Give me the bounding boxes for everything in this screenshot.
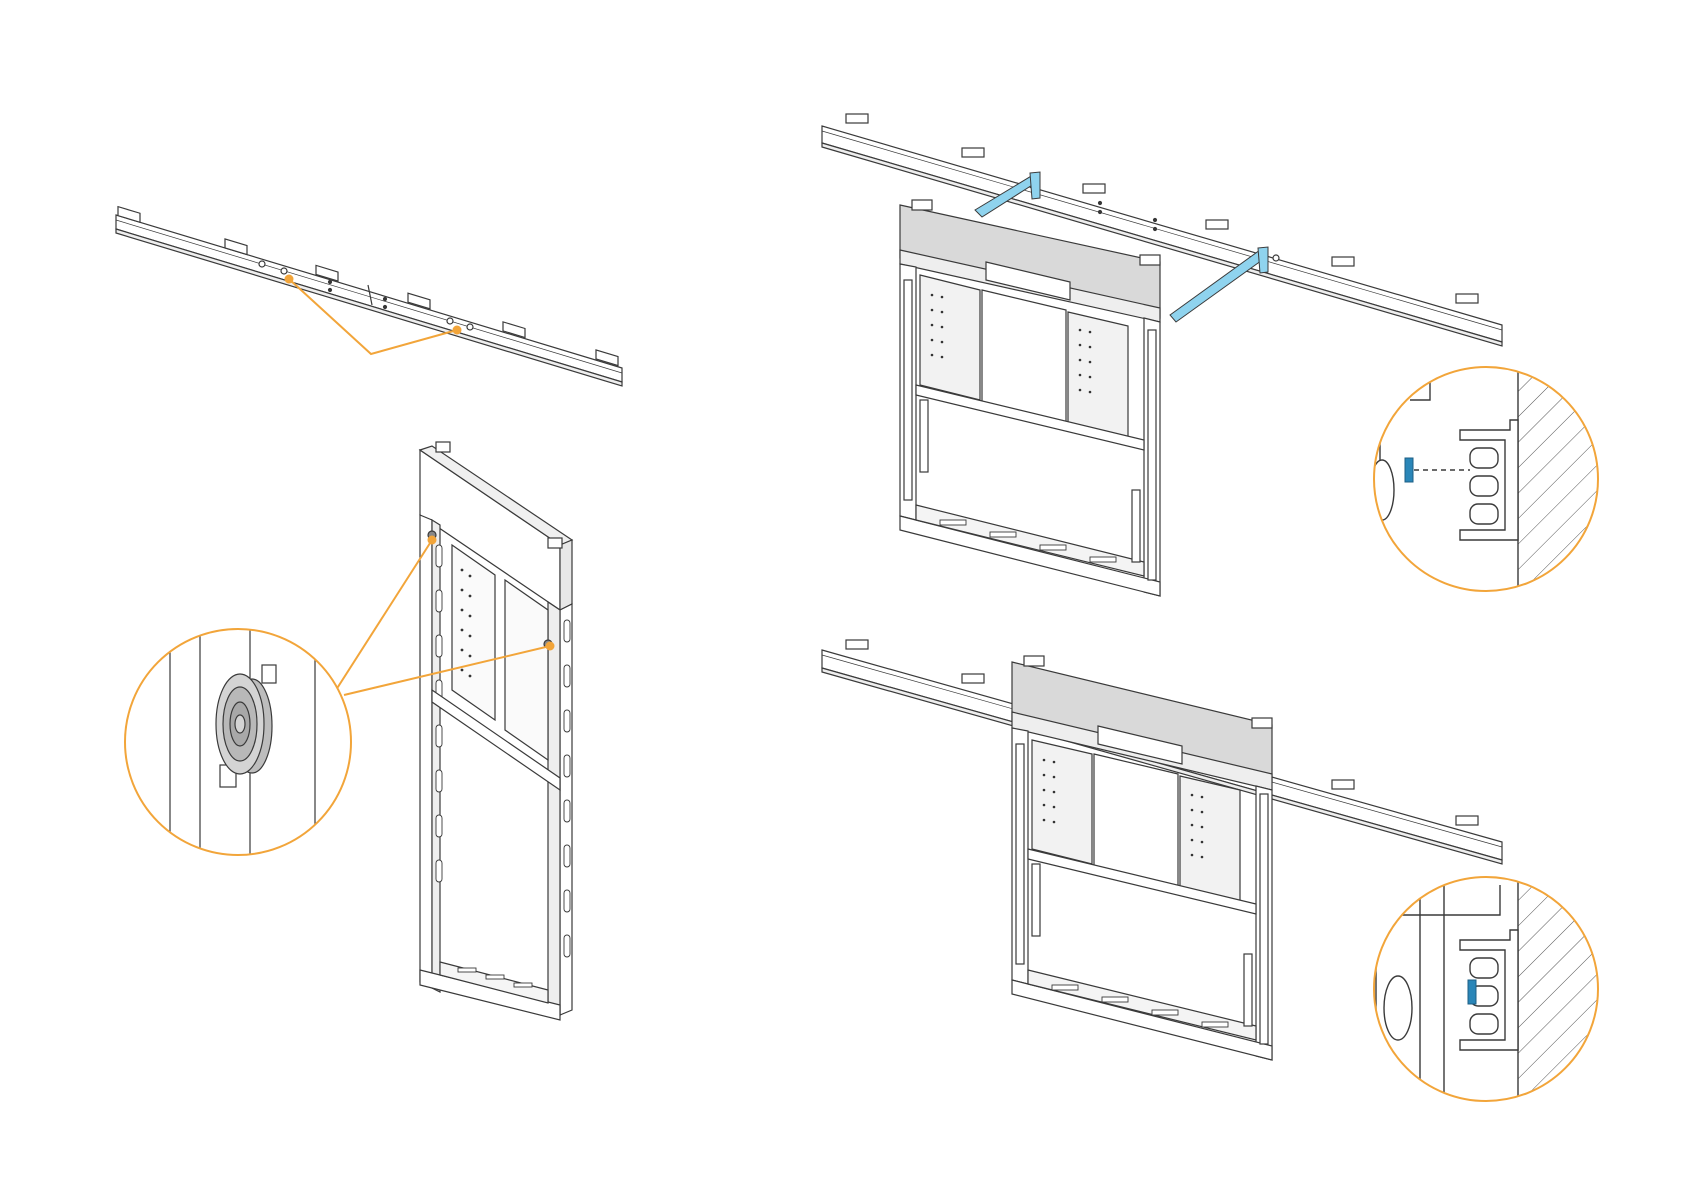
detail-hook-before-engaging: [1370, 360, 1608, 600]
mount-frame: [420, 442, 572, 1020]
panel-step-hang-frame-with-guides: [822, 114, 1608, 600]
mount-frame: [900, 200, 1160, 596]
mount-frame: [1012, 656, 1272, 1060]
wall-rail: [116, 207, 622, 386]
spacer-pin: [1405, 458, 1413, 482]
panel-step-frame-mounted-on-rail: [822, 640, 1608, 1110]
panel-step-attach-rail-and-frame: [116, 207, 622, 1020]
detail-spacer-washer: [125, 620, 351, 870]
spacer-pin: [1468, 980, 1476, 1004]
detail-hook-engaged: [1344, 870, 1608, 1110]
